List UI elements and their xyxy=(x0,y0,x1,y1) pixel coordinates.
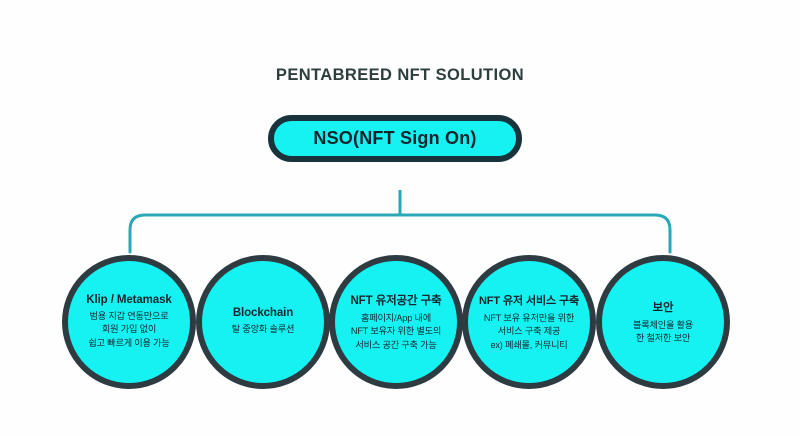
root-node-label: NSO(NFT Sign On) xyxy=(313,128,477,148)
node-title: NFT 유저 서비스 구축 xyxy=(478,294,580,307)
node-desc-line: 서비스 구축 제공 xyxy=(497,326,561,337)
bracket-connector xyxy=(128,190,672,254)
node-circle-nft-user-space: NFT 유저공간 구축 홈페이지/App 내에 NFT 보유자 위한 별도의 서… xyxy=(329,255,463,389)
node-desc-line: NFT 보유자 위한 별도의 xyxy=(350,326,442,337)
node-circle-blockchain: Blockchain 탈 중앙화 솔루션 xyxy=(196,255,330,389)
node-desc-line: 탈 중앙화 솔루션 xyxy=(231,324,295,335)
node-desc-line: 쉽고 빠르게 이용 가능 xyxy=(88,337,170,348)
node-desc-line: 회원 가입 없이 xyxy=(101,324,157,335)
page-title: PENTABREED NFT SOLUTION xyxy=(275,66,525,84)
node-circle-security: 보안 블록체인을 활용 한 철저한 보안 xyxy=(596,255,730,389)
node-title: Klip / Metamask xyxy=(86,293,172,306)
node-title: 보안 xyxy=(652,301,674,314)
node-desc-line: 블록체인을 활용 xyxy=(632,319,694,330)
node-title: NFT 유저공간 구축 xyxy=(350,294,442,307)
node-circle-row: Klip / Metamask 범용 지갑 연동만으로 회원 가입 없이 쉽고 … xyxy=(0,255,800,395)
node-circle-klip-metamask: Klip / Metamask 범용 지갑 연동만으로 회원 가입 없이 쉽고 … xyxy=(62,255,196,389)
root-node-nso: NSO(NFT Sign On) xyxy=(268,115,522,162)
node-title: Blockchain xyxy=(232,307,294,320)
node-desc-line: 한 철저한 보안 xyxy=(635,333,691,343)
bracket-arm xyxy=(128,213,672,254)
node-desc-line: 서비스 공간 구축 가능 xyxy=(355,339,437,350)
node-desc-line: 홈페이지/App 내에 xyxy=(361,312,431,323)
node-circle-nft-user-service: NFT 유저 서비스 구축 NFT 보유 유저만을 위한 서비스 구축 제공 e… xyxy=(462,255,596,389)
node-desc-line: 범용 지갑 연동만으로 xyxy=(89,310,169,321)
node-desc-line: NFT 보유 유저만을 위한 xyxy=(483,312,575,323)
node-desc-line: ex) 폐쇄몰, 커뮤니티 xyxy=(490,339,568,350)
